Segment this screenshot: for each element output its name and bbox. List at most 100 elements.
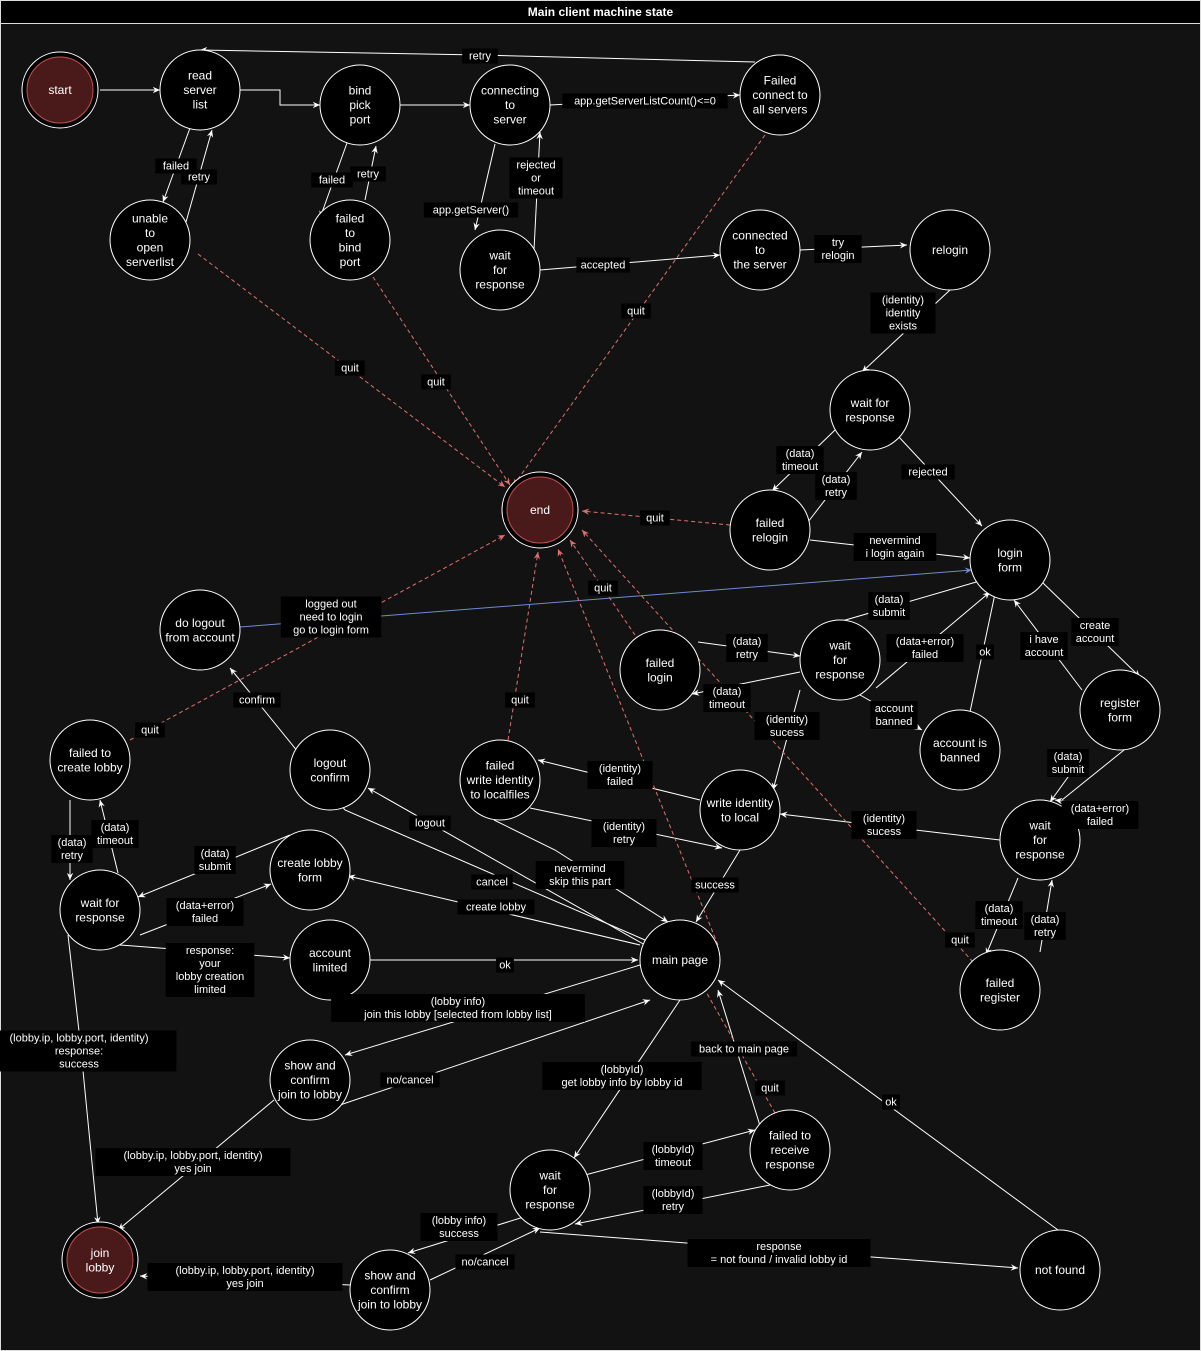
svg-text:nevermind: nevermind [869, 535, 920, 547]
svg-text:submit: submit [873, 607, 905, 619]
svg-text:(data): (data) [101, 822, 130, 834]
svg-text:(data): (data) [822, 474, 851, 486]
transition-label-yes-join-2: (lobby.ip, lobby.port, identity)yes join [147, 1263, 343, 1291]
transition-label-identity-success-2: (identity)sucess [851, 811, 917, 839]
transition-edge-67 [507, 551, 541, 741]
state-label: to local [721, 810, 759, 824]
svg-text:limited: limited [194, 984, 226, 996]
transition-label-quit-5: quit [588, 580, 618, 596]
state-label: failed [486, 759, 515, 773]
state-label: failed to [69, 746, 111, 760]
svg-text:(data): (data) [1054, 751, 1083, 763]
state-label: wait [488, 249, 511, 263]
svg-text:(data+error): (data+error) [1071, 803, 1129, 815]
state-label: receive [771, 1143, 810, 1157]
transition-label-yes-join-1: (lobby.ip, lobby.port, identity)yes join [95, 1148, 291, 1176]
transition-label-rejected: rejected [901, 464, 955, 480]
state-label: form [998, 560, 1022, 574]
state-label: bind [349, 84, 372, 98]
transition-label-data-retry-1: (data)retry [815, 472, 857, 500]
svg-text:retry: retry [736, 649, 759, 661]
state-label: confirm [310, 770, 349, 784]
svg-text:(identity): (identity) [882, 295, 924, 307]
transition-edge-68 [557, 548, 719, 946]
svg-text:success: success [59, 1059, 99, 1071]
state-label: to [505, 98, 515, 112]
state-label: show and [364, 1269, 415, 1283]
svg-text:quit: quit [427, 377, 445, 389]
svg-text:go to login form: go to login form [293, 625, 369, 637]
state-label: port [350, 113, 371, 127]
svg-text:timeout: timeout [782, 461, 818, 473]
transition-label-quit-7: quit [505, 692, 535, 708]
transition-label-retry-2: retry [350, 166, 386, 182]
svg-text:create lobby: create lobby [466, 902, 526, 914]
transition-edge-39 [229, 667, 646, 941]
state-label: connect to [752, 88, 808, 102]
state-label: wait for [850, 396, 890, 410]
svg-text:i have: i have [1029, 634, 1058, 646]
state-label: unable [132, 211, 168, 225]
svg-text:account: account [1025, 647, 1064, 659]
state-label: failed to [769, 1129, 811, 1143]
svg-text:(data): (data) [58, 837, 87, 849]
transition-label-app-count: app.getServerListCount()<=0 [562, 93, 728, 109]
svg-text:submit: submit [1052, 764, 1084, 776]
svg-text:quit: quit [594, 583, 612, 595]
svg-text:failed: failed [912, 649, 938, 661]
transition-label-identity-retry: (identity)retry [591, 819, 657, 847]
svg-text:failed: failed [607, 776, 633, 788]
state-label: serverlist [126, 255, 175, 269]
state-label: lobby [86, 1260, 115, 1274]
svg-text:relogin: relogin [821, 250, 854, 262]
svg-text:(identity): (identity) [863, 813, 905, 825]
svg-text:retry: retry [825, 487, 848, 499]
svg-text:(lobbyId): (lobbyId) [601, 1064, 644, 1076]
svg-text:logged out: logged out [305, 599, 356, 611]
transition-label-logout: logout [409, 815, 451, 831]
svg-text:yes join: yes join [226, 1278, 263, 1290]
state-label: response [75, 910, 125, 924]
transition-label-create-lobby: create lobby [457, 899, 535, 915]
svg-text:quit: quit [141, 725, 159, 737]
svg-text:(data): (data) [201, 848, 230, 860]
transition-label-ok-3: ok [882, 1094, 900, 1110]
state-label: response [815, 668, 865, 682]
transition-label-data-timeout-2: (data)timeout [703, 684, 751, 712]
state-label: server [183, 83, 216, 97]
state-label: port [340, 255, 361, 269]
state-label: wait for [80, 896, 120, 910]
transition-label-data-error-1: (data+error)failed [886, 634, 964, 662]
svg-text:create: create [1080, 620, 1111, 632]
state-label: to [145, 226, 155, 240]
svg-text:retry: retry [469, 51, 492, 63]
svg-text:submit: submit [199, 861, 231, 873]
transition-label-no-cancel-2: no/cancel [455, 1254, 515, 1270]
svg-text:account: account [1076, 633, 1115, 645]
svg-text:ok: ok [979, 647, 991, 659]
state-label: start [48, 83, 72, 97]
transition-label-accepted: accepted [576, 257, 630, 273]
transition-edge-69 [581, 529, 974, 963]
state-label: not found [1035, 1263, 1085, 1277]
state-label: join to lobby [277, 1088, 342, 1102]
transition-label-lobby-success-1: (lobby.ip, lobby.port, identity)response… [0, 1030, 177, 1072]
svg-text:identity: identity [886, 308, 921, 320]
state-label: read [188, 69, 212, 83]
transition-label-ok-2: ok [496, 957, 514, 973]
